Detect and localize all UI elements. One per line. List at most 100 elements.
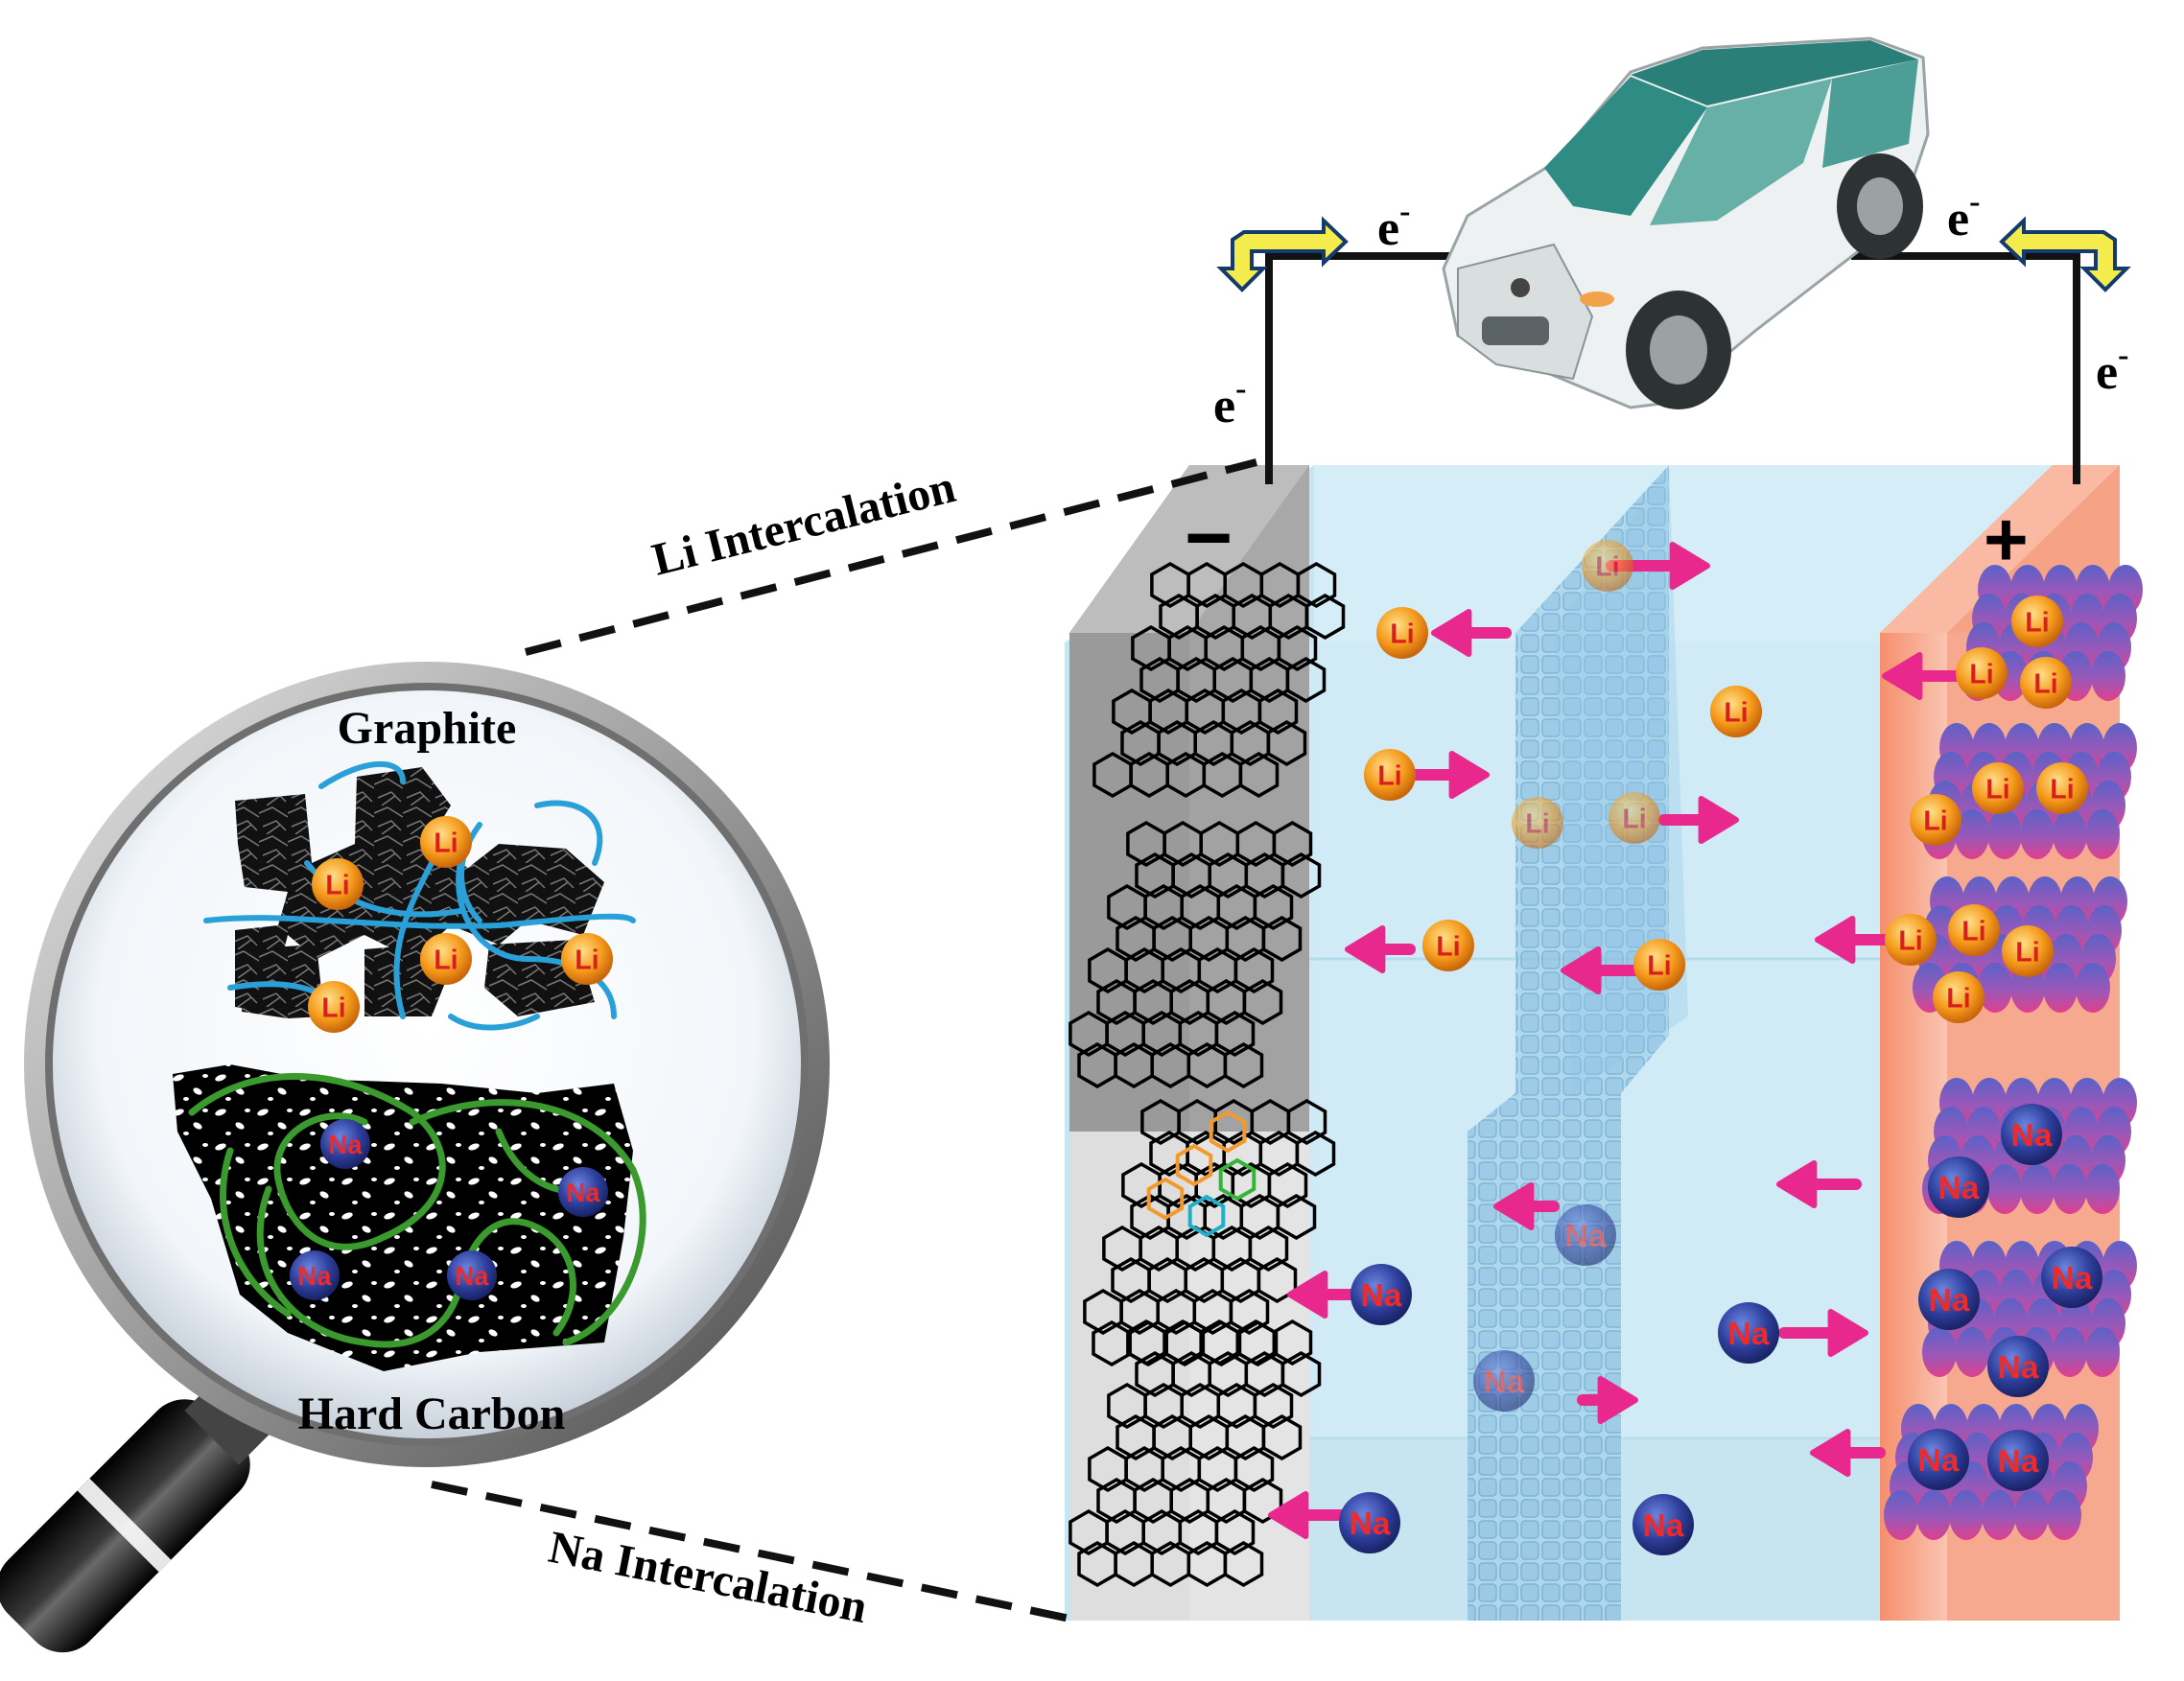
wire-left [1265,252,1458,484]
cathode-particle [2076,963,2110,1013]
na-ion: Na [2041,1247,2102,1308]
li-ion: Li [1885,914,1937,966]
na-ion: Na [2001,1104,2062,1165]
ion-label: Na [1998,1350,2039,1386]
ion-label: Li [321,992,345,1023]
cathode-particle [1987,809,2022,859]
hard-carbon-sheet-1 [1083,1098,1336,1367]
na-ion: Na [1473,1350,1535,1412]
ion-label: Li [1923,805,1947,836]
ion-label: Li [1969,659,1993,689]
ion-arrow [1776,1160,1862,1208]
ion-label: Li [434,828,458,858]
ion-label: Li [1390,619,1414,649]
cathode-particle [2053,1164,2087,1214]
na-ion: Na [1928,1156,1989,1218]
ion-label: Li [2015,937,2039,968]
na-ion: Na [1718,1302,1779,1364]
ion-arrow [1409,751,1490,799]
cathode-particle [1922,1327,1957,1377]
na-ion: Na [1555,1204,1616,1266]
electrode-honeycombs [1069,561,1346,1588]
ion-label: Li [1622,804,1646,834]
na-ion: Na [1918,1269,1980,1330]
cathode-particle [2020,1164,2055,1214]
na-ion: Na [1908,1429,1969,1490]
cathode-particle [2085,809,2120,859]
ion-label: Na [567,1178,601,1207]
ion-label: Li [1724,697,1748,728]
cathode-particle [2053,1327,2087,1377]
cathode-particle [1955,1327,1989,1377]
ion-arrow [1778,1309,1868,1357]
li-ion: Li [312,858,364,910]
li-ion: Li [1933,971,1984,1023]
external-circuit [1265,252,2080,484]
separator [1468,465,1688,1621]
na-intercalation-label: Na Intercalation [545,1522,871,1633]
li-ion: Li [1512,797,1563,849]
cathode-particle [2020,809,2055,859]
cathode-particle [1884,1490,1918,1540]
ion-label: Na [1938,1171,1980,1206]
na-ion: Na [558,1167,608,1217]
li-ion: Li [420,933,472,985]
highlight-hex [1146,1177,1185,1221]
li-ion: Li [1422,920,1474,971]
graphite-sheet-1 [1092,561,1346,799]
electron-label-2: e- [1213,371,1246,433]
ion-label: Li [2025,607,2049,638]
electron-label-3: e- [1947,184,1980,246]
ion-label: Li [1647,950,1671,981]
ion-label: Li [575,945,599,975]
ion-label: Na [1998,1444,2039,1480]
ion-arrow [1810,1429,1886,1477]
ion-label: Li [1436,931,1460,962]
highlight-hex [1187,1194,1226,1238]
na-ion: Na [290,1250,340,1300]
hard-carbon-sheet-2 [1069,1319,1322,1588]
magnifier: Graphite Hard Carbon [0,662,830,1653]
li-ion: Li [308,981,360,1033]
cathode-particle [2014,1490,2049,1540]
li-ion: Li [2036,762,2088,814]
ion-label: Li [1985,774,2009,805]
na-ion: Na [1987,1430,2049,1491]
ion-label: Na [329,1130,364,1159]
electron-label-4: e- [2096,338,2128,400]
ion-label: Li [1961,916,1985,946]
highlight-hex [1175,1143,1213,1187]
ion-label: Li [1525,808,1549,839]
connector-top [524,458,1258,656]
ion-label: Li [1595,551,1619,582]
ion-arrow [1493,1182,1560,1230]
cathode-particle [2047,1490,2081,1540]
ion-label: Na [456,1261,490,1291]
li-ion: Li [1956,647,2008,699]
cathode-particle [1987,1164,2022,1214]
li-ion: Li [420,816,472,868]
car-icon [1442,36,1930,409]
electron-arrow-left [1216,216,1349,292]
ion-arrow [1561,946,1646,994]
cathode-particle [1982,1490,2016,1540]
cathode-particle [2043,963,2078,1013]
hard-carbon-label: Hard Carbon [298,1389,566,1439]
ion-label: Na [1929,1283,1970,1319]
cathode-particle [2091,651,2125,701]
ion-label: Li [1946,983,1970,1014]
li-ion: Li [1910,794,1961,846]
na-ion: Na [1350,1264,1412,1325]
ion-label: Na [1565,1219,1607,1254]
ion-label: Na [1643,1508,1684,1544]
highlight-hex [1218,1157,1256,1202]
ion-arrow [1882,652,1964,700]
li-intercalation-label: Li Intercalation [647,461,960,586]
ion-arrow [1431,609,1512,657]
ion-arrow [1658,796,1739,844]
ion-label: Na [2052,1261,2093,1296]
li-ion: Li [1376,607,1428,659]
ion-label: Li [2050,774,2074,805]
